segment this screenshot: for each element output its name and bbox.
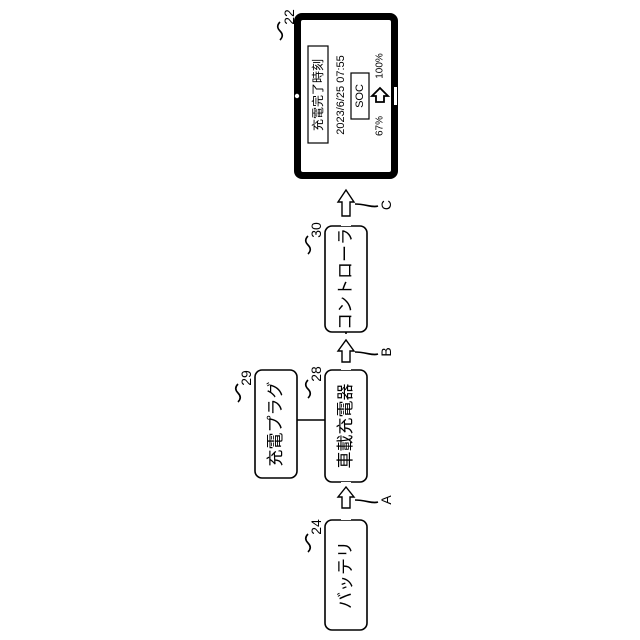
- arrow-b-leader: [355, 352, 378, 355]
- camera-dot-icon: [295, 94, 299, 98]
- completion-datetime: 2023/6/25 07:55: [335, 55, 347, 135]
- charger-label: 車載充電器: [336, 384, 356, 469]
- arrow-c-label: C: [378, 200, 394, 210]
- arrow-c-leader: [355, 204, 378, 207]
- ref-30: 30: [308, 222, 324, 238]
- controller-label: コントローラ: [336, 228, 356, 330]
- arrow-c-icon: [338, 182, 354, 226]
- arrow-a-label: A: [378, 495, 394, 505]
- arrow-a-icon: [338, 482, 354, 520]
- battery-label: バッテリ: [336, 541, 356, 609]
- soc-from: 67%: [375, 116, 386, 136]
- ref-28: 28: [308, 366, 324, 382]
- completion-time-title: 充電完了時刻: [310, 59, 325, 131]
- arrow-a-leader: [355, 500, 378, 503]
- ref-24: 24: [308, 519, 324, 535]
- soc-label: SOC: [354, 84, 366, 108]
- plug-label: 充電プラグ: [266, 382, 286, 467]
- soc-to: 100%: [375, 53, 386, 79]
- arrow-b-icon: [338, 334, 354, 370]
- arrow-b-label: B: [378, 347, 394, 356]
- ref-29: 29: [238, 370, 254, 386]
- ref-24-leader: [306, 534, 311, 552]
- home-button[interactable]: [394, 87, 397, 105]
